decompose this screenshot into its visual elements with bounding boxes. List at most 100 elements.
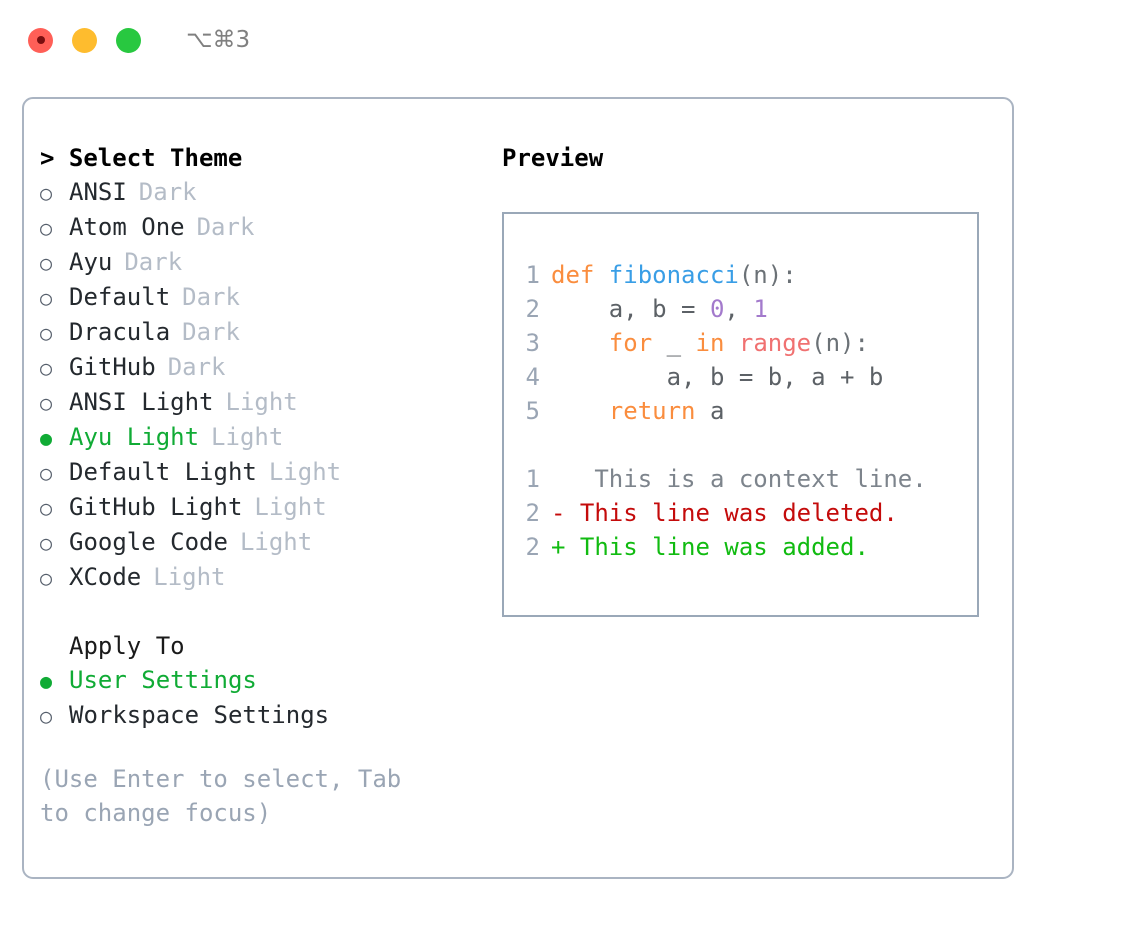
theme-option-ayu[interactable]: ○ Ayu Dark — [40, 245, 470, 280]
theme-option-ayu-light[interactable]: ● Ayu Light Light — [40, 420, 470, 455]
diff-line-content: This line was deleted. — [565, 499, 898, 527]
theme-option-category: Dark — [138, 178, 197, 206]
radio-unselected-icon: ○ — [40, 391, 53, 415]
code-token: (n): — [738, 261, 797, 289]
code-token: a, b = b, a + b — [551, 363, 884, 391]
line-number: 4 — [525, 363, 540, 391]
theme-option-category: Light — [211, 423, 284, 451]
theme-option-github-light[interactable]: ○ GitHub Light Light — [40, 490, 470, 525]
theme-option-category: Dark — [124, 248, 183, 276]
theme-option-label: Ayu Light — [69, 423, 200, 451]
theme-option-dracula[interactable]: ○ Dracula Dark — [40, 315, 470, 350]
list-spacer — [40, 595, 470, 629]
theme-option-label: XCode — [69, 563, 142, 591]
window-controls — [28, 27, 141, 53]
theme-option-label: ANSI — [69, 178, 127, 206]
radio-unselected-icon: ○ — [40, 286, 53, 310]
theme-option-category: Dark — [167, 353, 226, 381]
code-token: in — [695, 329, 725, 357]
diff-line: 2- This line was deleted. — [513, 496, 977, 530]
keyboard-shortcut-label: ⌥⌘3 — [186, 27, 251, 53]
code-line: 5 return a — [513, 394, 977, 428]
code-line: 2 a, b = 0, 1 — [513, 292, 977, 326]
theme-option-label: Atom One — [69, 213, 185, 241]
preview-title: Preview — [502, 144, 604, 172]
theme-option-default[interactable]: ○ Default Dark — [40, 280, 470, 315]
code-line: 3 for _ in range(n): — [513, 326, 977, 360]
select-theme-heading: > Select Theme — [40, 144, 243, 172]
radio-unselected-icon: ○ — [40, 321, 53, 345]
theme-option-label: Ayu — [69, 248, 113, 276]
theme-option-category: Light — [225, 388, 298, 416]
code-gap — [513, 428, 977, 462]
code-token — [551, 397, 609, 425]
code-token — [551, 329, 609, 357]
theme-option-category: Light — [254, 493, 327, 521]
radio-unselected-icon: ○ — [40, 704, 53, 728]
code-token: _ — [652, 329, 696, 357]
line-number: 1 — [525, 465, 540, 493]
maximize-window-button[interactable] — [116, 27, 141, 53]
radio-unselected-icon: ○ — [40, 496, 53, 520]
line-number: 1 — [525, 261, 540, 289]
theme-option-category: Light — [239, 528, 313, 556]
apply-to-option-label: Workspace Settings — [69, 701, 330, 729]
radio-unselected-icon: ○ — [40, 251, 53, 275]
diff-line-content: This line was added. — [565, 533, 869, 561]
apply-to-option-label: User Settings — [69, 666, 257, 694]
radio-unselected-icon: ○ — [40, 566, 53, 590]
apply-to-option-workspace-settings[interactable]: ○ Workspace Settings — [40, 698, 470, 733]
radio-unselected-icon: ○ — [40, 356, 53, 380]
diff-line-content: This is a context line. — [565, 465, 927, 493]
keyboard-hint-text: (Use Enter to select, Tab to change focu… — [40, 765, 402, 827]
theme-option-google-code[interactable]: ○ Google Code Light — [40, 525, 470, 560]
apply-to-option-user-settings[interactable]: ●User Settings — [40, 663, 470, 698]
theme-option-label: Google Code — [69, 528, 228, 556]
theme-option-category: Dark — [182, 283, 240, 311]
code-token: , — [724, 295, 754, 323]
theme-option-label: Default Light — [69, 458, 257, 486]
code-token: a, b = — [551, 295, 710, 323]
radio-unselected-icon: ○ — [40, 531, 53, 555]
theme-option-label: Default — [69, 283, 171, 311]
theme-option-ansi[interactable]: ○ ANSI Dark — [40, 175, 470, 210]
code-line-content: return a — [551, 394, 725, 428]
theme-option-label: ANSI Light — [69, 388, 214, 416]
code-line-content: a, b = b, a + b — [551, 360, 884, 394]
theme-option-category: Dark — [182, 318, 240, 346]
radio-unselected-icon: ○ — [40, 181, 53, 205]
close-window-button[interactable] — [28, 27, 53, 53]
theme-option-category: Light — [268, 458, 342, 486]
line-number: 2 — [525, 499, 540, 527]
diff-line: 1 This is a context line. — [513, 462, 977, 496]
radio-selected-icon: ● — [40, 426, 53, 450]
code-line-content: a, b = 0, 1 — [551, 292, 768, 326]
theme-option-ansi-light[interactable]: ○ ANSI Light Light — [40, 385, 470, 420]
code-token: return — [608, 397, 696, 425]
line-number: 3 — [525, 329, 540, 357]
code-token: (n): — [811, 329, 869, 357]
line-number: 2 — [525, 295, 540, 323]
diff-marker: + — [551, 533, 566, 561]
diff-marker: - — [551, 499, 566, 527]
code-token: def — [551, 261, 609, 289]
code-token: 1 — [753, 295, 768, 323]
title-bar: ⌥⌘3 — [0, 0, 1140, 80]
theme-option-label: Dracula — [69, 318, 171, 346]
theme-option-label: GitHub Light — [69, 493, 243, 521]
diff-line: 2+ This line was added. — [513, 530, 977, 564]
minimize-window-button[interactable] — [72, 27, 97, 53]
apply-to-heading: Apply To — [69, 632, 185, 660]
code-line: 4 a, b = b, a + b — [513, 360, 977, 394]
diff-marker — [551, 462, 565, 496]
code-token: for — [608, 329, 653, 357]
